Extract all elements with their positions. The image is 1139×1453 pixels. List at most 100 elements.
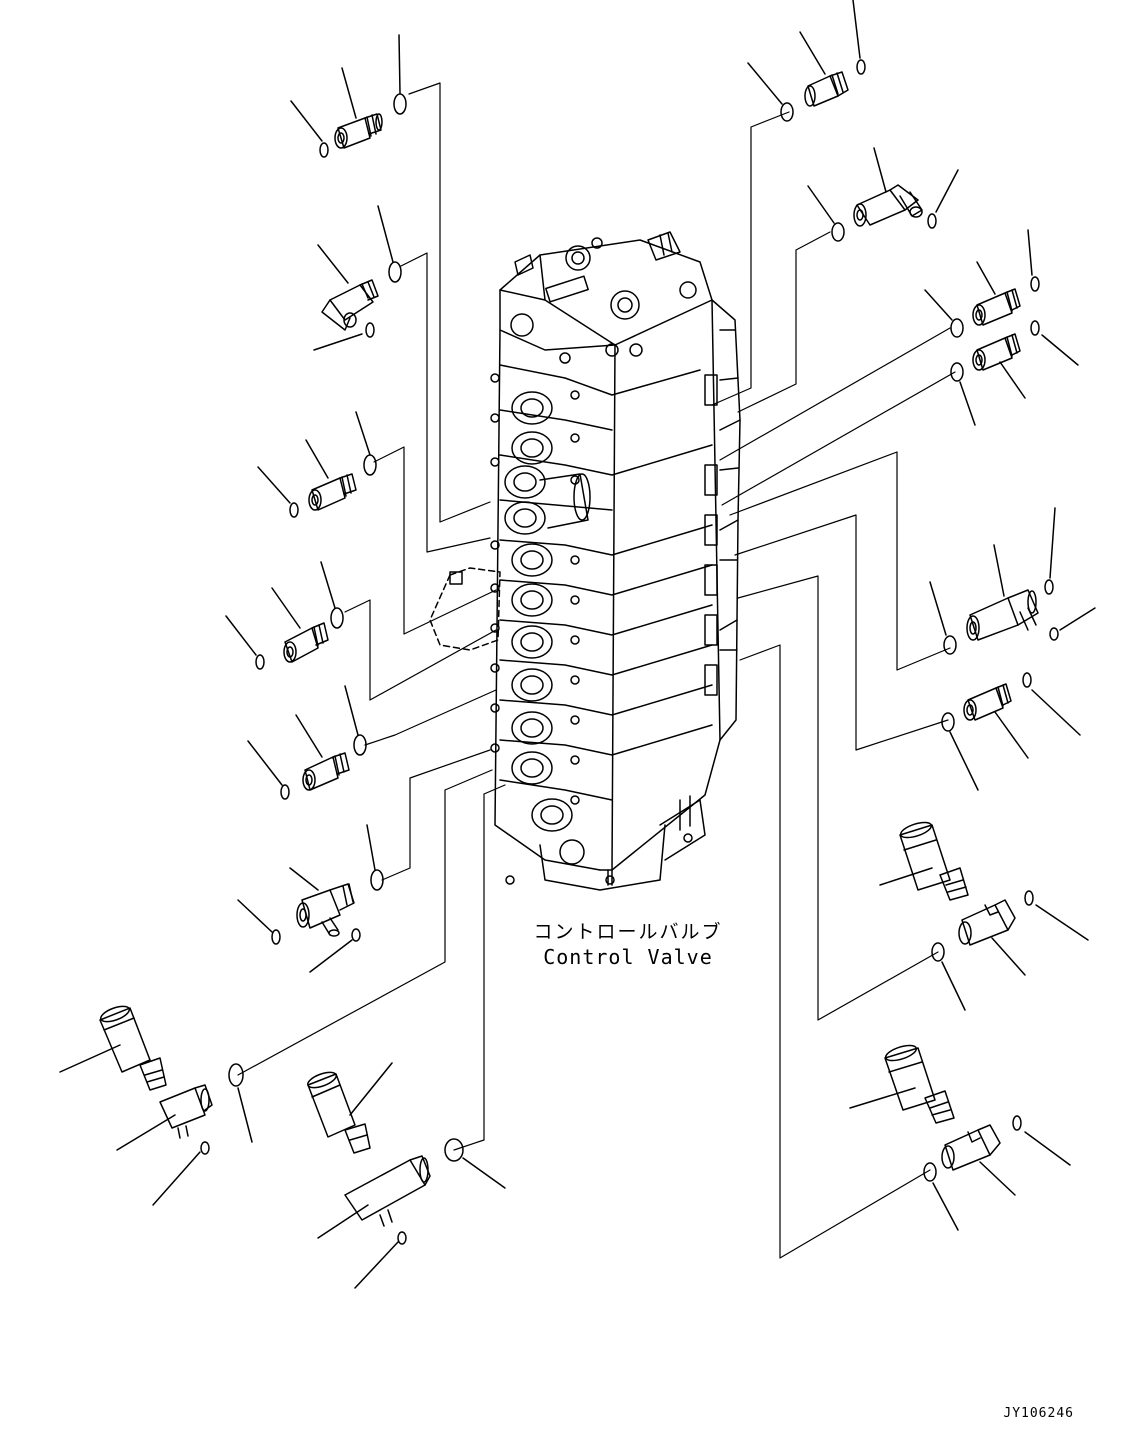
- straight-fitting-1: [334, 113, 383, 149]
- leader-r7c: [991, 937, 1026, 976]
- straight-fitting-4: [283, 622, 329, 663]
- leader-1a: [290, 100, 323, 142]
- leader-r1b: [799, 31, 826, 75]
- o-ring-6c: [351, 928, 361, 942]
- leader-r6b: [994, 711, 1029, 759]
- spool-caps: [504, 391, 573, 832]
- straight-fitting-r1: [804, 71, 849, 107]
- o-ring-6b: [370, 869, 384, 891]
- straight-fitting-r3: [972, 288, 1021, 326]
- o-ring-r4a: [950, 362, 964, 382]
- tee-fitting-6: [296, 883, 355, 937]
- o-ring-6a: [271, 929, 281, 945]
- leader-3b: [305, 439, 329, 479]
- control-valve-body: [429, 231, 741, 891]
- leader-4c: [320, 561, 336, 609]
- leader-r6c: [1031, 689, 1081, 736]
- leader-r5d: [1059, 607, 1096, 631]
- pressure-sensor-r8: [884, 1044, 955, 1124]
- leader-r7a: [879, 867, 933, 886]
- o-ring-8b: [397, 1231, 407, 1245]
- tee-fitting-r8: [941, 1124, 1001, 1171]
- o-ring-r7b: [1024, 890, 1034, 906]
- leader-6a: [237, 899, 273, 933]
- valve-label-jp: コントロールバルブ: [533, 920, 722, 943]
- leader-6d: [309, 939, 353, 973]
- o-ring-4b: [330, 607, 344, 629]
- sensor-adapter-left: [159, 1084, 213, 1139]
- straight-fitting-r6: [963, 683, 1012, 721]
- leader-7c: [152, 1151, 201, 1206]
- leader-1c: [398, 34, 401, 94]
- o-ring-r2a: [831, 222, 845, 242]
- leader-r3b: [976, 261, 996, 295]
- o-ring-r8a: [923, 1162, 937, 1182]
- leader-lines: [237, 82, 956, 1259]
- leader-r2b: [873, 147, 887, 193]
- leader-8d: [462, 1157, 506, 1189]
- o-ring-r7a: [931, 942, 945, 962]
- sensor-adapter-center: [344, 1155, 431, 1227]
- leader-3c: [355, 411, 371, 456]
- leader-7a: [59, 1044, 121, 1073]
- leader-r8b: [932, 1182, 959, 1231]
- leader-r4c: [1041, 334, 1079, 366]
- leader-r1a: [747, 62, 783, 105]
- leader-r1c: [852, 0, 861, 59]
- leader-2b: [377, 205, 394, 263]
- o-ring-1b: [393, 93, 407, 115]
- leader-r5c: [1049, 507, 1056, 579]
- o-ring-r1a: [780, 102, 794, 122]
- leader-4b: [271, 587, 301, 629]
- o-ring-4a: [255, 654, 265, 670]
- leader-4a: [225, 615, 257, 656]
- o-ring-r4b: [1030, 320, 1040, 336]
- o-ring-r6a: [941, 712, 955, 732]
- leader-6b: [289, 867, 319, 891]
- o-ring-2a: [365, 322, 375, 338]
- o-ring-r3b: [1030, 276, 1040, 292]
- leader-7b: [116, 1114, 176, 1151]
- leader-r4a: [959, 381, 976, 426]
- o-ring-r6b: [1022, 672, 1032, 688]
- o-ring-r5b: [1044, 579, 1054, 595]
- o-ring-5a: [280, 784, 290, 800]
- leader-r8a: [849, 1087, 916, 1109]
- leader-r3a: [924, 289, 953, 321]
- valve-label-en: Control Valve: [543, 945, 713, 969]
- o-ring-r5c: [1049, 627, 1059, 641]
- o-ring-7a: [228, 1063, 244, 1087]
- leader-3a: [257, 466, 291, 504]
- straight-fitting-3: [308, 473, 357, 511]
- leader-r7b: [941, 961, 966, 1011]
- straight-fitting-5: [302, 752, 350, 791]
- leader-1b: [341, 67, 357, 119]
- o-ring-3a: [289, 502, 299, 518]
- leader-r4b: [999, 361, 1026, 399]
- leader-r2c: [935, 169, 959, 213]
- leader-2c: [313, 333, 363, 351]
- bolts: [490, 373, 693, 885]
- leader-r8d: [1024, 1131, 1071, 1166]
- o-ring-r3a: [950, 318, 964, 338]
- leader-8b: [317, 1204, 369, 1239]
- leader-r3c: [1027, 229, 1033, 276]
- o-ring-r8b: [1012, 1115, 1022, 1131]
- leader-5c: [344, 685, 359, 736]
- straight-fitting-r4: [972, 333, 1021, 371]
- o-ring-3b: [363, 454, 377, 476]
- o-ring-r5a: [943, 635, 957, 655]
- elbow-fitting-r2: [853, 184, 923, 227]
- pressure-sensor-left: [99, 1005, 167, 1091]
- o-ring-r1b: [856, 59, 866, 75]
- drawing-code: JY106246: [1003, 1406, 1074, 1421]
- leader-7d: [237, 1087, 253, 1143]
- elbow-fitting-2: [321, 279, 379, 331]
- leader-6c: [366, 824, 376, 871]
- tee-fitting-r7: [958, 899, 1016, 946]
- leader-5b: [295, 714, 323, 758]
- leader-r5b: [993, 544, 1005, 597]
- leader-r2a: [807, 185, 835, 224]
- leader-r8c: [979, 1161, 1016, 1196]
